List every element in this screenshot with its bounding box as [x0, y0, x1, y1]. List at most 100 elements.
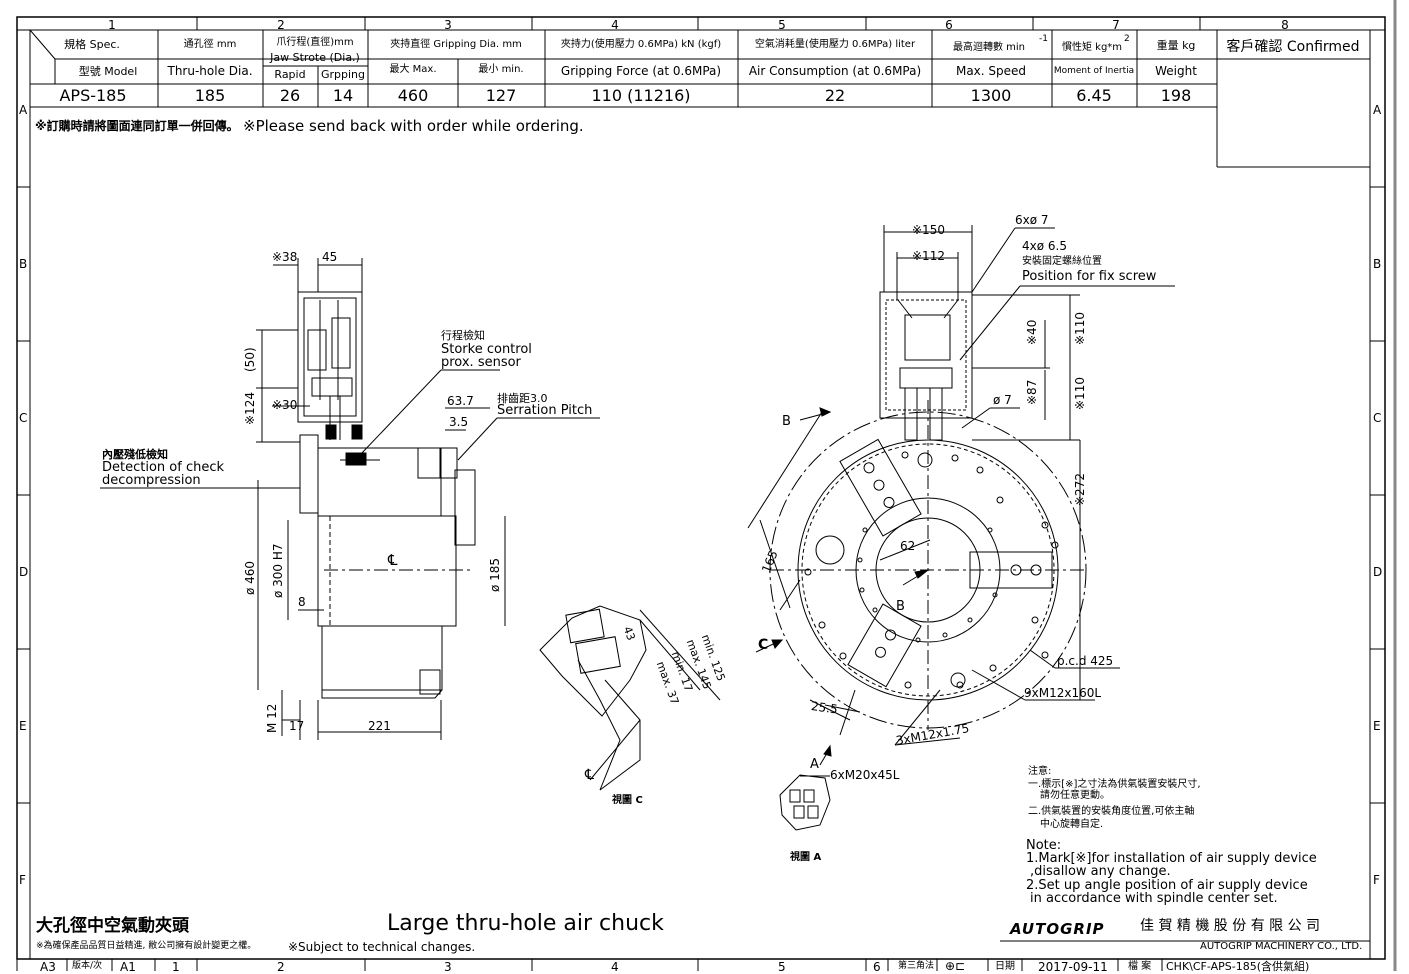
- dim-110-top: ※110: [1073, 312, 1087, 345]
- bottom-col-1: 1: [172, 960, 180, 974]
- rapid-value: 26: [279, 86, 301, 105]
- dim-dia-300: ø 300 H7: [271, 543, 285, 598]
- bottom-col-5: 5: [778, 960, 786, 974]
- sheet-number: 6: [873, 960, 881, 974]
- air-value: 22: [824, 86, 846, 105]
- hole-6x7: 6xø 7: [1015, 213, 1049, 227]
- force-value: 110 (11216): [591, 86, 691, 105]
- row-label-a: A: [19, 103, 28, 117]
- row-label-c-right: C: [1373, 411, 1382, 425]
- inertia-sup: 2: [1124, 34, 1130, 44]
- revision-value: A1: [120, 960, 136, 974]
- air-consumption-cn: 空氣消耗量(使用壓力 0.6MPa) liter: [754, 39, 916, 50]
- check-decompression-en1: Detection of check: [102, 460, 225, 475]
- section-b-mid: B: [896, 599, 905, 614]
- dim-dia-460: ø 460: [243, 560, 257, 595]
- spec-label: 規格 Spec.: [64, 38, 120, 51]
- note-cn-2b: 中心旋轉自定.: [1040, 819, 1104, 830]
- note-en-2a: 2.Set up angle position of air supply de…: [1026, 878, 1308, 893]
- dim-m12: M 12: [265, 703, 279, 733]
- note-en-title: Note:: [1026, 838, 1062, 853]
- dim-221: 221: [368, 719, 391, 733]
- bottom-col-3: 3: [444, 960, 452, 974]
- max-speed-cn: 最高迴轉數 min: [952, 42, 1026, 53]
- col-label-5: 5: [778, 18, 786, 32]
- view-c-arrow-label: C: [758, 637, 769, 653]
- projection-symbol-icon: ⊕⊏: [945, 959, 966, 973]
- bottom-col-4: 4: [611, 960, 619, 974]
- section-b-top: B: [782, 414, 791, 429]
- inertia-value: 6.45: [1076, 86, 1112, 105]
- note-cn-title: 注意:: [1028, 766, 1052, 777]
- force-en: Gripping Force (at 0.6MPa): [560, 64, 722, 78]
- row-label-b-right: B: [1373, 257, 1382, 271]
- col-label-6: 6: [945, 18, 953, 32]
- view-c-centerline: ℄: [585, 767, 594, 783]
- sheet-size: A3: [40, 960, 56, 974]
- serration-en: Serration Pitch: [497, 403, 593, 418]
- dim-110-bottom: ※110: [1073, 377, 1087, 410]
- model-value: APS-185: [59, 86, 127, 105]
- company-name-en: AUTOGRIP MACHINERY CO., LTD.: [1200, 941, 1363, 952]
- col-label-8: 8: [1281, 18, 1289, 32]
- tapped-6xm20: 6xM20x45L: [830, 768, 900, 782]
- air-consumption-en: Air Consumption (at 0.6MPa): [748, 64, 922, 78]
- company-logo: AUTOGRIP: [1010, 920, 1105, 938]
- jaw-stroke-cn: 爪行程(直徑)mm: [276, 37, 354, 48]
- force-cn: 夾持力(使用壓力 0.6MPa) kN (kgf): [560, 39, 722, 50]
- thru-hole-cn: 通孔徑 mm: [183, 39, 237, 50]
- dim-dia-185: ø 185: [488, 557, 502, 592]
- fix-screw-cn: 安裝固定螺絲位置: [1022, 256, 1102, 267]
- dim-150: ※150: [912, 223, 945, 237]
- dim-50: (50): [243, 347, 257, 372]
- quality-note-cn: ※為確保產品品質日益精進, 敝公司擁有設計變更之權。: [36, 941, 257, 951]
- rapid-label: Rapid: [274, 68, 306, 81]
- row-label-c: C: [19, 411, 28, 425]
- jaw-stroke-en: Jaw Strote (Dia.): [270, 51, 360, 64]
- col-label-3: 3: [444, 18, 452, 32]
- max-speed-en: Max. Speed: [955, 64, 1027, 78]
- stroke-sensor-en1: Storke control: [441, 342, 532, 357]
- row-label-f: F: [19, 873, 26, 887]
- order-note-cn: ※訂購時請將圖面連同訂單一併回傳。: [35, 119, 239, 133]
- check-decompression-cn: 內壓殘低檢知: [102, 448, 168, 461]
- row-label-e-right: E: [1373, 719, 1381, 733]
- revision-label: 版本/次: [72, 961, 103, 971]
- fix-screw-en: Position for fix screw: [1022, 269, 1157, 284]
- serration-cn: 排齒距3.0: [497, 392, 548, 405]
- note-en-1b: ,disallow any change.: [1030, 864, 1171, 879]
- dim-dia-7: ø 7: [993, 393, 1012, 407]
- projection-label: 第三角法: [898, 961, 935, 971]
- title-cn: 大孔徑中空氣動夾頭: [36, 916, 189, 936]
- row-label-d: D: [19, 565, 29, 579]
- gripping-dia-cn: 夾持直徑 Gripping Dia. mm: [390, 39, 522, 50]
- note-cn-1a: 一.標示[※]之寸法為供氣裝置安裝尺寸,: [1028, 779, 1201, 790]
- col-label-7: 7: [1112, 18, 1120, 32]
- dim-87: ※87: [1025, 379, 1039, 405]
- hole-4x6-5: 4xø 6.5: [1022, 239, 1067, 253]
- dim-8: 8: [298, 595, 306, 609]
- order-note-en: ※Please send back with order while order…: [243, 117, 584, 135]
- check-decompression-en2: decompression: [102, 473, 201, 488]
- dim-45: 45: [322, 250, 338, 264]
- file-label: 檔 案: [1128, 961, 1152, 972]
- dim-17: 17: [289, 719, 305, 733]
- dim-124: ※124: [243, 392, 257, 425]
- tapped-9xm12: 9xM12x160L: [1024, 686, 1102, 700]
- note-cn-2a: 二.供氣裝置的安裝角度位置,可依主軸: [1028, 806, 1195, 817]
- max-value: 460: [397, 86, 429, 105]
- note-en-1a: 1.Mark[※]for installation of air supply …: [1026, 851, 1317, 866]
- date-label: 日期: [995, 961, 1015, 972]
- pcd-425: p.c.d 425: [1057, 654, 1114, 668]
- centerline-symbol: ℄: [388, 551, 398, 569]
- dim-25-5: 25.5: [810, 699, 839, 717]
- stroke-sensor-en2: prox. sensor: [441, 355, 521, 370]
- max-speed-sup: -1: [1039, 34, 1048, 44]
- title-en: Large thru-hole air chuck: [387, 911, 664, 936]
- view-a-arrow-label: A: [810, 757, 819, 772]
- speed-value: 1300: [970, 86, 1012, 105]
- max-label: 最大 Max.: [389, 64, 437, 75]
- date-value: 2017-09-11: [1038, 960, 1108, 974]
- view-c-label: 視圖 C: [612, 795, 643, 806]
